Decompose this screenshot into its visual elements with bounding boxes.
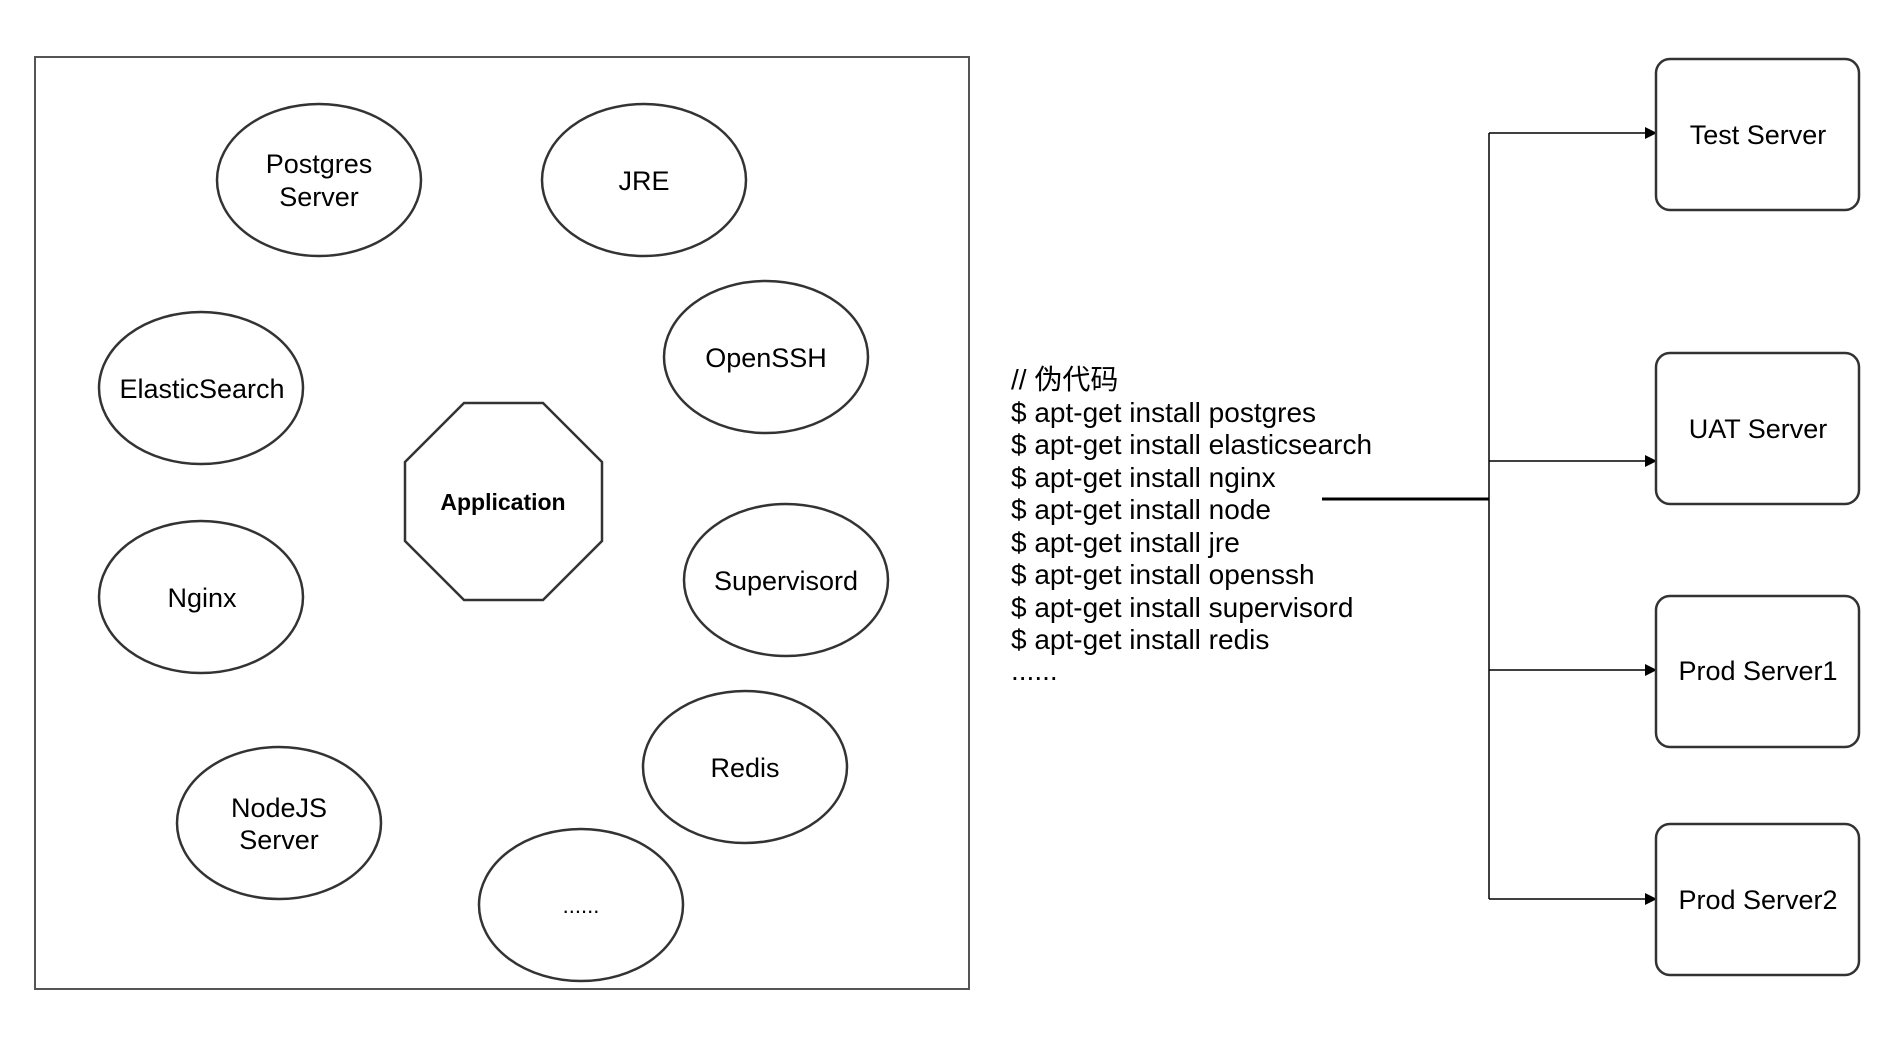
service-elasticsearch: ElasticSearch — [97, 310, 305, 466]
deploy-connectors — [1322, 127, 1657, 905]
service-nginx: Nginx — [97, 519, 305, 675]
service-more: ...... — [477, 827, 685, 983]
service-ellipse — [175, 745, 383, 901]
script-comment: // 伪代码 — [1011, 364, 1118, 395]
service-label: Supervisord — [714, 566, 858, 596]
script-line: $ apt-get install postgres — [1011, 397, 1316, 428]
script-line: $ apt-get install supervisord — [1011, 592, 1353, 623]
script-line: $ apt-get install elasticsearch — [1011, 429, 1372, 460]
service-label: Redis — [710, 753, 779, 783]
script-line: $ apt-get install nginx — [1011, 462, 1276, 493]
service-postgres: Postgres Server — [215, 102, 423, 258]
script-ellipsis: ...... — [1011, 655, 1058, 686]
service-label-line2: Server — [279, 182, 359, 212]
service-nodejs: NodeJS Server — [175, 745, 383, 901]
service-ellipse — [97, 310, 305, 466]
server-box — [1654, 594, 1861, 749]
server-box — [1654, 822, 1861, 977]
server-label: UAT Server — [1689, 414, 1828, 444]
service-jre: JRE — [540, 102, 748, 258]
application-octagon — [403, 401, 604, 602]
script-line: $ apt-get install jre — [1011, 527, 1240, 558]
application-node: Application — [403, 401, 604, 602]
service-label: ...... — [563, 893, 600, 918]
script-line: $ apt-get install node — [1011, 494, 1271, 525]
service-ellipse — [662, 279, 870, 435]
service-label-line1: NodeJS — [231, 793, 327, 823]
service-redis: Redis — [641, 689, 849, 845]
service-ellipse — [682, 502, 890, 658]
service-label-line2: Server — [239, 825, 319, 855]
service-ellipse — [97, 519, 305, 675]
application-label: Application — [440, 489, 565, 515]
server-prod2: Prod Server2 — [1654, 822, 1861, 977]
server-label: Prod Server2 — [1678, 885, 1837, 915]
service-ellipse — [540, 102, 748, 258]
server-label: Test Server — [1690, 120, 1827, 150]
service-label: Nginx — [167, 583, 237, 613]
service-supervisord: Supervisord — [682, 502, 890, 658]
server-box — [1654, 351, 1861, 506]
service-label: ElasticSearch — [119, 374, 284, 404]
install-script: // 伪代码 $ apt-get install postgres $ apt-… — [1011, 364, 1372, 686]
service-label: OpenSSH — [705, 343, 827, 373]
server-label: Prod Server1 — [1678, 656, 1837, 686]
service-ellipse — [215, 102, 423, 258]
script-line: $ apt-get install openssh — [1011, 559, 1315, 590]
service-label-line1: Postgres — [266, 149, 373, 179]
server-test: Test Server — [1654, 57, 1861, 212]
server-box — [1654, 57, 1861, 212]
service-label: JRE — [618, 166, 669, 196]
service-ellipse — [641, 689, 849, 845]
service-openssh: OpenSSH — [662, 279, 870, 435]
service-ellipse — [477, 827, 685, 983]
server-uat: UAT Server — [1654, 351, 1861, 506]
script-line: $ apt-get install redis — [1011, 624, 1269, 655]
server-prod1: Prod Server1 — [1654, 594, 1861, 749]
